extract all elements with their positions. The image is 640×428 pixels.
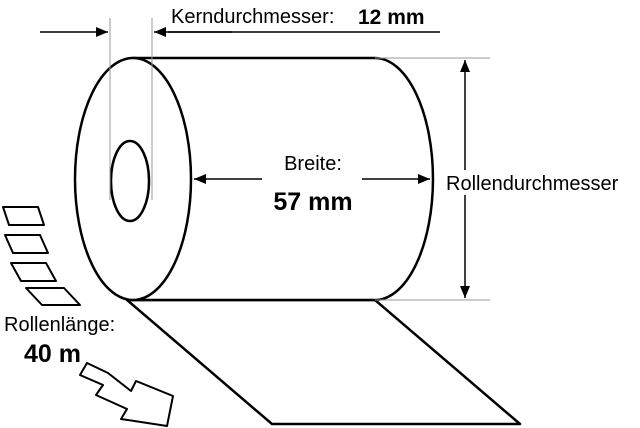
paper-strip [125,298,522,426]
sheet-icon-4 [25,287,81,306]
width-label: Breite: [284,153,342,175]
roll-length-value: 40 m [24,340,81,368]
sheet-icon-3 [10,262,57,282]
roll-length-label: Rollenlänge: [4,314,115,336]
sheet-icon-2 [4,234,49,254]
core-hole [109,139,151,223]
roll-diameter-label: Rollendurchmesser [446,173,619,195]
sheet-icon-1 [2,206,45,226]
unroll-direction-arrow [79,362,174,427]
core-diameter-label: Kerndurchmesser: [171,6,334,28]
core-diameter-value: 12 mm [358,6,425,29]
width-value: 57 mm [273,188,352,216]
roll-body [131,56,435,302]
